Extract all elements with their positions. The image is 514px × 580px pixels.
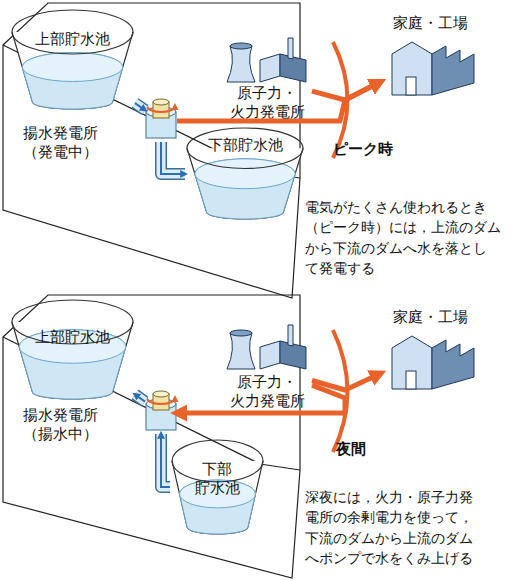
note-text: 電気がたくさん使われるとき （ピーク時）には，上流のダム から下流のダムへ水を落…	[305, 197, 513, 278]
node-label: 原子力・ 火力発電所	[222, 84, 312, 122]
plant-drawing	[227, 38, 306, 82]
station-label: 揚水発電所 （発電中）	[10, 124, 110, 162]
plant-node: 原子力・ 火力発電所	[222, 38, 312, 120]
water-pipe	[161, 434, 170, 487]
flow-arrow	[161, 434, 170, 487]
pipe-wall	[161, 142, 185, 174]
reservoir-water	[22, 53, 123, 110]
pump-symbol	[145, 392, 177, 434]
factory-side	[432, 340, 474, 389]
reservoir-symbol	[10, 300, 135, 400]
water-surface	[22, 53, 123, 82]
chimney	[288, 325, 293, 346]
pipe-wall	[135, 394, 145, 401]
pump-node: 揚水発電所 （揚水中）	[145, 392, 177, 434]
cooling-tower-top	[230, 43, 252, 49]
pump-symbol	[145, 100, 177, 142]
node-label: 原子力・ 火力発電所	[222, 373, 312, 411]
pipe-inner	[135, 394, 145, 401]
terrain-block-outline	[3, 295, 300, 578]
reservoir-node: 上部貯水池	[10, 300, 135, 400]
pipe-inner	[161, 434, 170, 487]
chimney	[288, 38, 293, 59]
node-label: 上部貯水池	[10, 30, 135, 49]
turbine-top	[153, 391, 169, 397]
reservoir-node: 上部貯水池	[10, 10, 135, 110]
factory-door	[406, 371, 416, 389]
note-text: 深夜には，火力・原子力発 電所の余剰電力を使って， 下流のダムから上流のダム へ…	[305, 487, 513, 568]
node-label: 下部 貯水池	[192, 460, 242, 498]
power-arrow	[312, 374, 380, 390]
terrain-block	[3, 295, 300, 578]
water-pipe	[135, 103, 145, 110]
pipe-inner	[161, 142, 185, 174]
flow-arrow	[135, 394, 145, 401]
pipe-inner	[135, 103, 145, 110]
power-arrow	[312, 82, 380, 100]
time-label: 夜間	[336, 440, 416, 458]
pump-node: 揚水発電所 （発電中）	[145, 100, 177, 142]
turbine-top	[153, 99, 169, 105]
node-label: 上部貯水池	[10, 328, 135, 347]
rotation-arrow	[147, 106, 175, 112]
reservoir-node: 下部 貯水池	[170, 440, 265, 535]
flow-arrow	[135, 103, 145, 110]
reservoir-node: 下部貯水池	[185, 128, 305, 220]
cooling-tower	[227, 46, 255, 82]
power-arrow	[177, 82, 380, 121]
plant-building	[260, 54, 280, 82]
flow-arrow	[161, 142, 185, 174]
station-label: 揚水発電所 （揚水中）	[10, 406, 110, 444]
reservoir-drawing	[172, 440, 263, 534]
cooling-tower-top	[230, 330, 252, 336]
pipe-wall	[161, 434, 170, 487]
reservoir-body	[187, 148, 303, 219]
power-line	[312, 374, 380, 390]
house-node: 家庭・工場	[380, 308, 480, 393]
plant-building	[260, 341, 280, 369]
factory-side	[432, 46, 474, 95]
power-arrow	[177, 385, 345, 413]
reservoir-symbol	[10, 10, 135, 110]
pump-drawing	[146, 99, 176, 138]
power-line	[177, 82, 380, 121]
node-label: 家庭・工場	[380, 308, 480, 327]
power-line	[177, 385, 345, 413]
water-surface	[195, 159, 295, 189]
reservoir-water	[195, 159, 295, 219]
house-node: 家庭・工場	[380, 14, 480, 99]
rotation-arrow	[147, 398, 175, 404]
factory-front	[392, 336, 432, 389]
cooling-tower	[227, 333, 255, 369]
factory-front	[392, 42, 432, 95]
factory-door	[406, 77, 416, 95]
reservoir-body	[172, 461, 263, 534]
reservoir-drawing	[12, 300, 133, 399]
node-label: 家庭・工場	[380, 14, 480, 33]
plant-node: 原子力・ 火力発電所	[222, 325, 312, 410]
house-drawing	[392, 336, 474, 389]
power-line	[312, 82, 380, 100]
reservoir-drawing	[12, 10, 133, 109]
pipe-wall	[135, 103, 145, 110]
time-label: ピーク時	[333, 140, 423, 158]
house-drawing	[392, 42, 474, 95]
plant-drawing	[227, 325, 306, 369]
node-label: 下部貯水池	[185, 136, 305, 155]
merge-bracket	[333, 330, 348, 452]
water-pipe	[135, 394, 145, 401]
pump-drawing	[146, 391, 176, 430]
water-pipe	[161, 142, 185, 174]
